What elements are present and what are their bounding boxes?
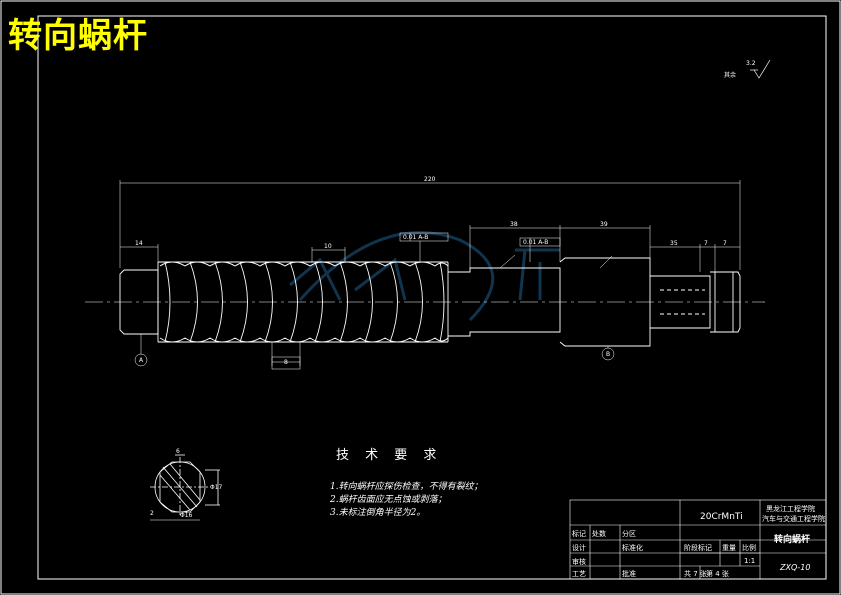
tech-requirement-2: 2.蜗杆齿面应无点蚀或剥落； <box>330 495 447 505</box>
dim-step-2: 7 <box>704 240 708 247</box>
inner-border <box>37 15 827 580</box>
datum-a-label: A <box>139 357 144 364</box>
tb-stage-label: 阶段标记 <box>684 544 712 552</box>
tb-design-label: 设计 <box>572 544 586 552</box>
overlay-title: 转向蜗杆 <box>8 16 148 56</box>
tb-sheet-no: 第 4 张 <box>706 570 729 578</box>
section-dim-bottom: Φ16 <box>180 512 193 519</box>
tb-school-line1: 黑龙江工程学院 <box>766 505 815 513</box>
dim-step-1: 35 <box>670 240 678 247</box>
tb-drawing-no: ZXQ-10 <box>780 563 811 572</box>
dim-shoulder-1: 38 <box>510 221 518 228</box>
tb-process-label: 工艺 <box>572 570 586 578</box>
tb-zone-label: 分区 <box>622 530 636 538</box>
tb-check-label: 审核 <box>572 558 586 566</box>
tb-std-label: 标准化 <box>622 544 643 552</box>
dim-shoulder-2: 39 <box>600 221 608 228</box>
dim-overall-length: 220 <box>424 176 436 183</box>
section-view <box>150 454 220 521</box>
tb-mark-label: 标记 <box>572 530 586 538</box>
roughness-symbol <box>750 59 771 79</box>
tech-requirement-3: 3.未标注倒角半径为2。 <box>330 508 426 518</box>
section-dim-left: 2 <box>150 510 154 517</box>
dim-step-3: 7 <box>723 240 727 247</box>
dimension-lines <box>119 180 741 370</box>
tb-approve-label: 批准 <box>622 570 636 578</box>
fcf-2: 0.01 A-B <box>523 239 549 246</box>
roughness-value: 3.2 <box>746 60 756 67</box>
tech-requirements-title: 技 术 要 求 <box>336 448 443 463</box>
watermark-logo <box>289 231 560 322</box>
fcf-1: 0.01 A-B <box>403 234 429 241</box>
tb-scale-label: 比例 <box>742 544 756 552</box>
worm-shaft <box>119 257 741 347</box>
tech-requirement-1: 1.转向蜗杆应探伤检查，不得有裂纹； <box>330 482 483 492</box>
datum-b-label: B <box>606 351 611 358</box>
dim-pitch: 10 <box>324 243 332 250</box>
tb-count-label: 处数 <box>592 530 606 538</box>
dim-tooth-width: 8 <box>284 359 288 366</box>
tb-sheets-total: 共 7 张 <box>684 570 707 578</box>
tb-drawing-name: 转向蜗杆 <box>774 535 811 545</box>
section-dim-right: Φ17 <box>210 484 223 491</box>
section-dim-top: 6 <box>176 448 180 455</box>
dim-left-end: 14 <box>135 240 143 247</box>
tb-scale-value: 1:1 <box>744 557 756 565</box>
tb-weight-label: 重量 <box>722 544 736 552</box>
tb-school-line2: 汽车与交通工程学院 <box>762 515 825 523</box>
title-block-grid <box>569 499 827 580</box>
tb-material: 20CrMnTi <box>700 512 743 522</box>
roughness-note: 其余 <box>724 72 737 79</box>
